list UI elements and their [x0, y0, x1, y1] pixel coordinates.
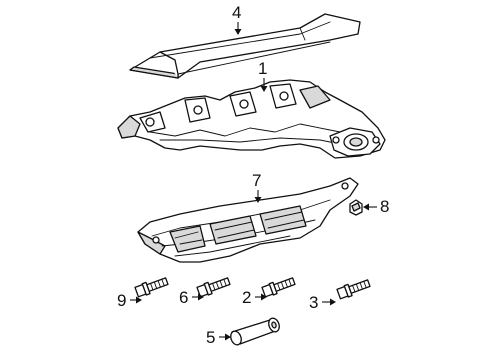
- spacer-sleeve: [230, 317, 280, 346]
- leader-6: [192, 293, 204, 301]
- leader-8: [363, 203, 377, 211]
- clip-part: [349, 199, 363, 216]
- bolt-2: [261, 277, 296, 298]
- leader-5: [219, 333, 231, 341]
- callout-4: 4: [232, 3, 241, 22]
- bolt-6: [196, 277, 231, 298]
- leader-2: [255, 293, 267, 301]
- callout-9: 9: [117, 291, 126, 310]
- leader-4: [234, 22, 242, 35]
- callout-2: 2: [242, 288, 251, 307]
- leader-1: [260, 78, 268, 92]
- callout-6: 6: [179, 288, 188, 307]
- callout-7: 7: [252, 171, 261, 190]
- callout-8: 8: [380, 197, 389, 216]
- leader-3: [322, 298, 336, 306]
- bolt-9: [134, 277, 169, 298]
- callout-1: 1: [258, 59, 267, 78]
- callout-5: 5: [206, 328, 215, 347]
- heat-shield-upper: [129, 13, 361, 79]
- exhaust-manifold: [117, 79, 386, 159]
- bolt-3: [336, 279, 371, 300]
- leader-7: [254, 190, 262, 203]
- callout-3: 3: [309, 293, 318, 312]
- heat-shield-lower: [137, 177, 359, 263]
- leader-9: [130, 296, 142, 304]
